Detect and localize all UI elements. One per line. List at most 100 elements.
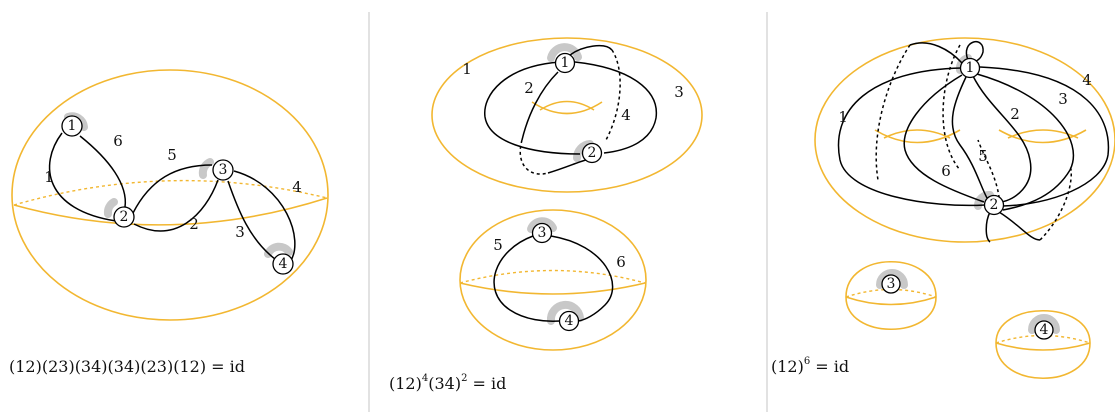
edge-1 [484, 61, 581, 155]
vertex-3 [212, 159, 234, 181]
vertex-highlight [1028, 314, 1060, 334]
equation-rest: = id [810, 357, 850, 376]
equation-exponent: 6 [803, 355, 811, 367]
edge-label: 1 [462, 60, 472, 78]
vertex-highlight [547, 43, 582, 62]
edge-label: 2 [524, 79, 534, 97]
edge-2-back [519, 139, 549, 175]
edge-label: 5 [978, 147, 988, 165]
edge-6 [79, 135, 127, 208]
vertex-label: 1 [966, 60, 975, 76]
edge-6 [550, 235, 614, 322]
torus-hole-upper [539, 100, 595, 111]
hole-right-upper [1007, 129, 1079, 139]
edge-4-back [605, 49, 621, 141]
vertex-label: 3 [219, 162, 228, 178]
edge-label: 1 [838, 108, 848, 126]
vertex-label: 3 [887, 276, 896, 292]
edge-3 [574, 61, 658, 154]
sphere-equator-back [13, 179, 328, 206]
sphere-3-equator-front [845, 296, 937, 306]
vertex-highlight [527, 217, 557, 233]
edge-label: 3 [235, 223, 245, 241]
vertex-label: 4 [279, 256, 288, 272]
vertex-label: 4 [565, 313, 574, 329]
vertex-3 [881, 274, 901, 294]
edge-label: 5 [493, 236, 503, 254]
vertex-label: 2 [120, 209, 129, 225]
edge-2 [972, 75, 1032, 203]
equation-panel-3: (12)6 = id [771, 355, 850, 376]
sphere-4-equator-front [995, 342, 1091, 351]
edge-6 [903, 74, 985, 203]
vertex-4 [1034, 320, 1054, 340]
sphere-equator-back [459, 269, 646, 284]
equation-panel-2: (12)4(34)2 = id [389, 372, 507, 393]
panel-1-diagram: 1 2 3 4 1 6 5 2 3 4 [11, 69, 329, 321]
edge-loop-left [909, 42, 963, 64]
vertex-highlight [546, 300, 584, 325]
edge-4 [979, 66, 1110, 207]
sphere-surface [11, 69, 329, 321]
edge-label: 6 [941, 162, 951, 180]
sphere-equator-front [459, 282, 646, 295]
edge-loop-left-back [875, 44, 911, 181]
edge-bottom-2-back [1039, 164, 1072, 241]
equation-exponent: 2 [461, 372, 468, 384]
vertex-highlight [198, 158, 214, 179]
torus-surface [431, 37, 703, 193]
edge-label: 3 [674, 83, 684, 101]
edge-label: 3 [1058, 90, 1068, 108]
panel-3-diagram: 1 2 1 6 5 2 3 4 3 4 [814, 37, 1115, 380]
edge-2-front [547, 159, 587, 174]
equation-base: (12) [771, 357, 804, 376]
edge-label: 6 [616, 253, 626, 271]
edge-label: 4 [1082, 71, 1092, 89]
vertex-highlight [876, 269, 908, 289]
edge-5 [132, 164, 213, 214]
equation-panel-1: (12)(23)(34)(34)(23)(12) = id [9, 357, 245, 376]
vertex-label: 3 [538, 225, 547, 241]
vertex-2 [113, 206, 135, 228]
edge-5 [951, 76, 988, 199]
hole-right-lower [998, 129, 1087, 144]
edge-1 [48, 132, 117, 222]
sphere-4-equator-back [995, 334, 1091, 344]
vertex-4 [272, 253, 294, 275]
edge-label: 4 [292, 178, 302, 196]
equation-text: (12)(23)(34)(34)(23)(12) = id [9, 357, 245, 376]
vertex-label: 2 [990, 197, 999, 213]
edge-label: 6 [113, 132, 123, 150]
equation-base: (12) [389, 374, 422, 393]
edge-4 [233, 170, 296, 263]
edge-2 [521, 71, 559, 141]
equation-exponent: 4 [421, 372, 429, 384]
edge-4 [569, 44, 613, 56]
vertex-2 [581, 142, 603, 164]
sphere-equator-front [13, 197, 328, 226]
vertex-3 [531, 222, 553, 244]
edge-5 [493, 235, 561, 322]
vertex-1 [554, 52, 576, 74]
vertex-highlight [103, 198, 118, 218]
edge-1 [837, 67, 986, 207]
vertex-label: 4 [1040, 322, 1049, 338]
equation-base: (34) [428, 374, 462, 393]
vertex-4 [558, 310, 580, 332]
edge-label: 4 [621, 106, 631, 124]
vertex-2 [983, 194, 1005, 216]
vertex-highlight [264, 242, 293, 258]
edge-3 [976, 73, 1075, 211]
edge-bottom-2 [998, 211, 1041, 241]
panel-2-diagram: 1 2 1 2 3 4 3 4 5 6 [431, 37, 703, 351]
edge-bottom-1 [985, 211, 991, 243]
sphere-surface [459, 209, 647, 351]
edge-3 [227, 180, 276, 260]
edge-loop-mid-back [942, 44, 961, 171]
vertex-label: 1 [68, 118, 77, 134]
equation-rest: = id [467, 374, 507, 393]
hole-left-lower [874, 129, 961, 144]
double-torus-surface [814, 37, 1115, 243]
edge-2 [133, 179, 219, 232]
